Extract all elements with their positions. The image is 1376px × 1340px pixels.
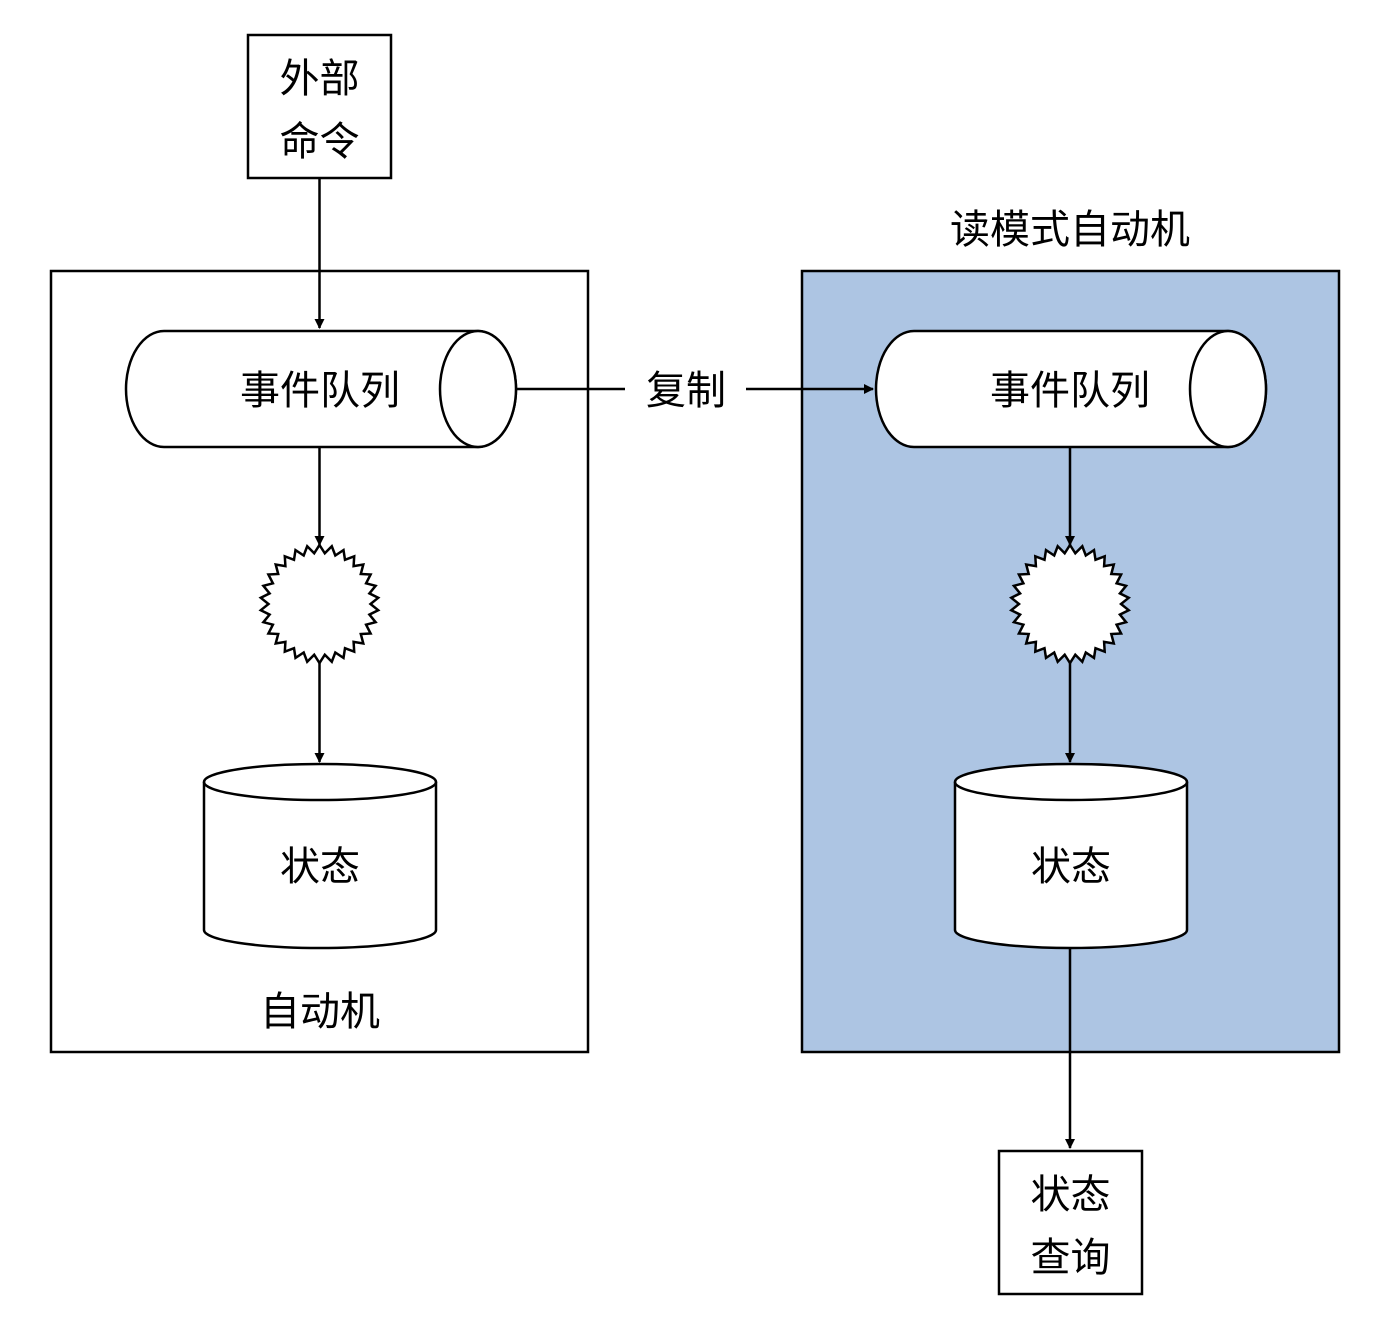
state-machine-label: 自动机 [260,989,380,1035]
external-command-label-line2: 命令 [280,119,360,165]
external-command-label-line1: 外部 [280,56,360,102]
left-state-label: 状态 [280,844,360,890]
right-event-queue: 事件队列 [874,329,1268,449]
external-command-node: 外部 命令 [246,33,393,180]
left-event-queue-label: 事件队列 [240,368,400,414]
read-mode-machine-title: 读模式自动机 [950,207,1190,253]
right-state-store: 状态 [953,762,1189,950]
state-query-node: 状态 查询 [997,1149,1144,1296]
replicate-label: 复制 [646,368,726,414]
right-event-queue-label: 事件队列 [990,368,1150,414]
state-query-label-line2: 查询 [1031,1235,1111,1281]
left-state-store: 状态 [202,762,438,950]
state-query-label-line1: 状态 [1031,1172,1111,1218]
right-state-label: 状态 [1031,844,1111,890]
left-event-queue: 事件队列 [124,329,518,449]
